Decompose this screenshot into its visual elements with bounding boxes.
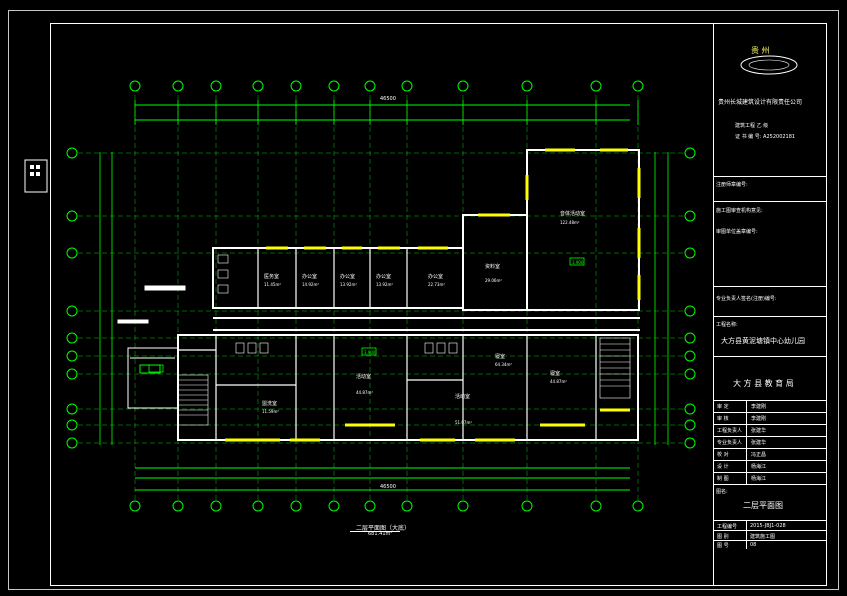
room-area-office-2: 13.92m²	[340, 282, 357, 287]
room-label-medical: 医务室	[264, 273, 279, 280]
room-label-washroom: 盥洗室	[262, 400, 277, 407]
cert-level: 建筑工程 乙 级	[735, 123, 769, 129]
notes-3: 审图单位盖章编号:	[716, 229, 758, 235]
level-mark-1: 3.900	[364, 350, 376, 355]
company-seal-icon	[740, 55, 798, 75]
plan-title-underline	[350, 531, 400, 532]
total-dimension-top: 46500	[380, 96, 396, 102]
tb-sep-3	[713, 286, 827, 287]
axis-bubbles-bottom	[135, 467, 630, 491]
title-block-border	[713, 23, 714, 586]
sign-sep-5	[713, 460, 827, 461]
room-area-washroom: 11.59m²	[262, 409, 279, 414]
room-area-activity-2: 51.07m²	[455, 420, 472, 425]
client-name: 大 方 县 教 育 局	[733, 379, 794, 388]
notes-4: 专业负责人签名(注册)编号:	[716, 296, 777, 302]
company-name: 贵州长城建筑设计有限责任公司	[718, 99, 803, 106]
project-label: 工程名称:	[716, 322, 738, 328]
page-no: 08	[750, 542, 757, 548]
sign-name-1: 李建刚	[751, 404, 767, 410]
room-label-bedroom-1: 寝室	[495, 353, 505, 360]
notes-1: 注册师章编号:	[716, 182, 748, 188]
sign-name-7: 杨海江	[751, 476, 767, 482]
sign-role-7: 制 图	[717, 476, 729, 482]
title-block: 贵 州 贵州长城建筑设计有限责任公司 建筑工程 乙 级 证 书 编 号: A25…	[713, 23, 827, 586]
room-area-office-1: 14.92m²	[302, 282, 319, 287]
cert-number: 证 书 编 号: A252002181	[735, 134, 796, 140]
project-name: 大方县黄泥塘镇中心幼儿园	[721, 337, 805, 345]
room-label-office-2: 办公室	[340, 273, 355, 280]
info-col-sep	[746, 520, 747, 549]
room-area-office-4: 22.73m²	[428, 282, 445, 287]
sign-name-2: 李建刚	[751, 416, 767, 422]
sign-sep-1	[713, 412, 827, 413]
room-area-bedroom-1: 64.34m²	[495, 362, 512, 367]
room-area-activity-1: 44.87m²	[356, 390, 373, 395]
room-label-office-4: 办公室	[428, 273, 443, 280]
room-label-office-1: 办公室	[302, 273, 317, 280]
level-mark-2: 3.900	[572, 260, 584, 265]
project-no-label: 工程编号	[717, 524, 738, 530]
notes-2: 施工图审查机构意见:	[716, 208, 763, 214]
room-label-hall: 音体活动室	[560, 210, 585, 217]
sign-role-6: 设 计	[717, 464, 729, 470]
sign-name-5: 冯正昌	[751, 452, 767, 458]
sign-name-4: 张建华	[751, 440, 767, 446]
drawing-border-outer	[8, 10, 839, 590]
room-label-bedroom-2: 寝室	[550, 370, 560, 377]
tb-sep-4	[713, 316, 827, 317]
drawing-border-inner	[50, 23, 827, 586]
room-area-hall: 122.48m²	[560, 220, 580, 225]
tb-sep-8	[713, 520, 827, 521]
sheet-title: 二层平面图	[743, 501, 783, 510]
tb-sep-10	[713, 540, 827, 541]
room-area-archive: 29.06m²	[485, 278, 502, 283]
room-area-medical: 11.45m²	[264, 282, 281, 287]
province-stamp: 贵 州	[751, 46, 770, 55]
room-area-bedroom-2: 44.87m²	[550, 379, 567, 384]
room-area-office-3: 13.92m²	[376, 282, 393, 287]
tb-sep-1	[713, 176, 827, 177]
tb-sep-2	[713, 201, 827, 202]
sign-sep-4	[713, 448, 827, 449]
drawing-type-label: 图 别	[717, 534, 729, 540]
tb-sep-5	[713, 356, 827, 357]
tb-sep-6	[713, 400, 827, 401]
sign-name-3: 张建华	[751, 428, 767, 434]
axis-bubbles-top	[135, 104, 630, 121]
sign-role-4: 专业负责人	[717, 440, 743, 446]
tb-sep-9	[713, 530, 827, 531]
total-dimension-bottom: 46500	[380, 484, 396, 490]
plan-title: 二层平面图（大底）	[356, 525, 411, 532]
plan-area: 681.41m²	[368, 531, 393, 537]
sheet-label: 图名:	[716, 489, 728, 495]
room-label-activity-1: 活动室	[356, 373, 371, 380]
sign-role-2: 审 核	[717, 416, 729, 422]
room-label-archive: 资料室	[485, 263, 500, 270]
room-label-office-3: 办公室	[376, 273, 391, 280]
page-label: 图 号	[717, 543, 729, 549]
sign-col-sep	[746, 400, 747, 484]
sign-sep-3	[713, 436, 827, 437]
sign-sep-6	[713, 472, 827, 473]
room-label-activity-2: 活动室	[455, 393, 470, 400]
project-no: 2015-JBJ1-028	[750, 523, 786, 529]
drawing-type: 建筑施工图	[750, 534, 776, 540]
tb-sep-7	[713, 484, 827, 485]
sign-role-5: 校 对	[717, 452, 729, 458]
sign-role-1: 审 定	[717, 404, 729, 410]
sign-name-6: 杨海江	[751, 464, 767, 470]
sign-role-3: 工程负责人	[717, 428, 743, 434]
sign-sep-2	[713, 424, 827, 425]
